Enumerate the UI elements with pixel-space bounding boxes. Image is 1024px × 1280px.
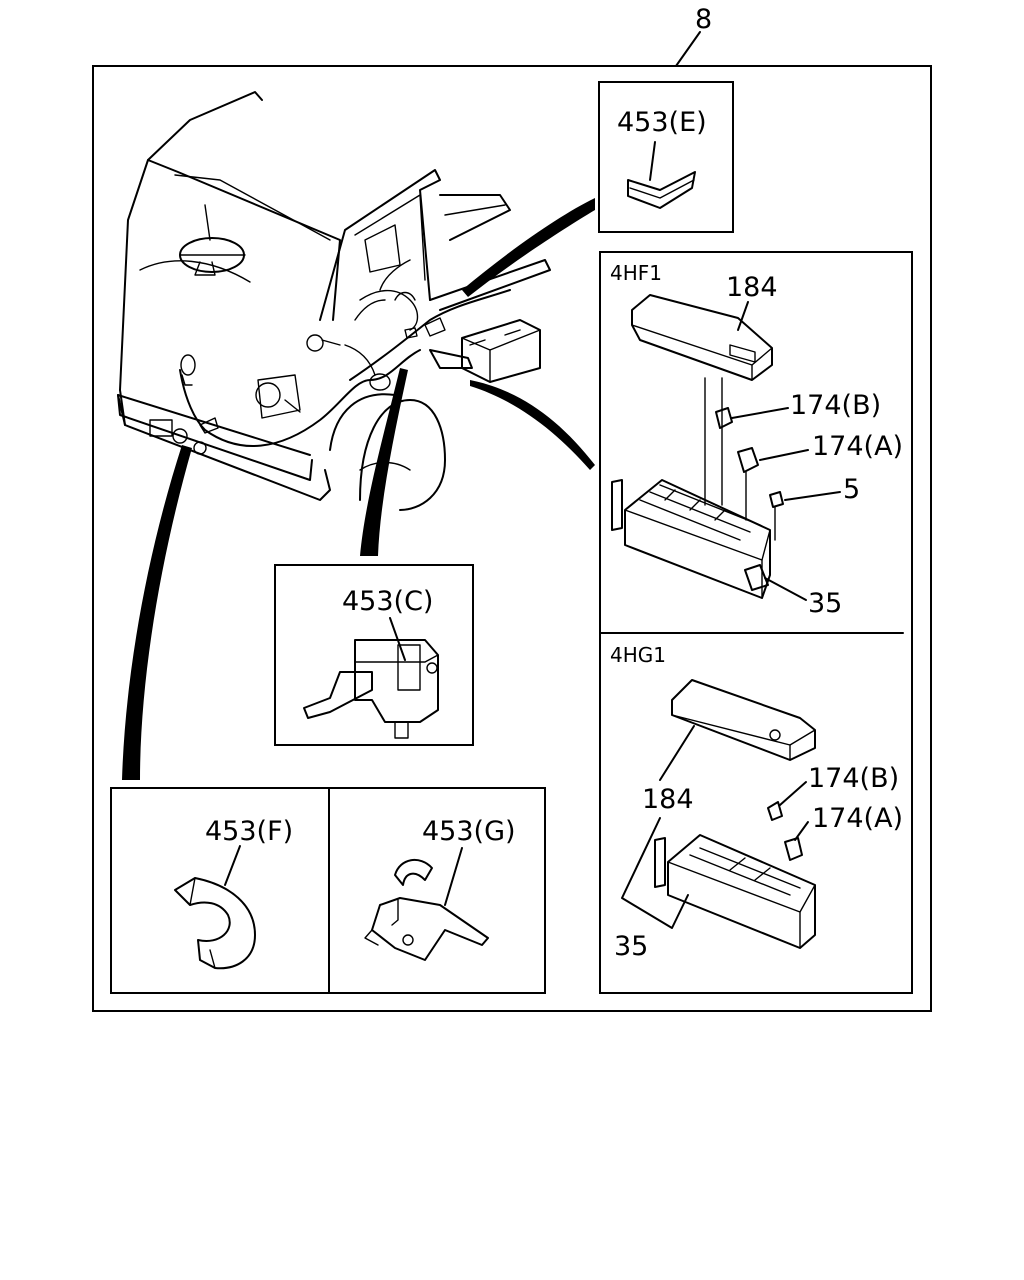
detail-453e: 453(E) (598, 81, 734, 233)
detail-453e-label: 453(E) (617, 107, 707, 138)
variant-4hg1-title: 4HG1 (610, 643, 666, 667)
variant-4hg1-relay-a (784, 837, 803, 861)
detail-453g-label: 453(G) (422, 816, 516, 847)
callout-main-label: 8 (695, 4, 712, 35)
fusebox-panel: 4HF1 184 174(B) 174(A) 5 35 4H (599, 251, 913, 994)
variant-4hg1-relay-b-label: 174(B) (808, 763, 899, 794)
variant-4hg1-relay-b (767, 801, 783, 821)
variant-4hf1-relay-b-label: 174(B) (790, 390, 881, 421)
detail-453c-label: 453(C) (342, 586, 433, 617)
variant-4hg1-cover-label: 184 (642, 784, 694, 815)
detail-453c: 453(C) (274, 564, 474, 746)
variant-4hf1-box-label: 35 (808, 588, 842, 619)
pointer-to-453c (360, 368, 408, 556)
variant-4hg1-box-label: 35 (614, 931, 648, 962)
detail-453c-frame (274, 564, 474, 746)
detail-453e-frame (598, 81, 734, 233)
variant-4hg1-relay-a-label: 174(A) (812, 803, 903, 834)
variant-4hf1-cover-label: 184 (726, 272, 778, 303)
variant-4hf1-relay-b (715, 407, 733, 429)
fusebox-panel-frame (599, 251, 913, 994)
variant-4hf1-fuse-label: 5 (843, 474, 860, 505)
variant-4hf1-relay-a-label: 174(A) (812, 431, 903, 462)
variant-4hf1-cover (631, 294, 773, 381)
detail-453fg: 453(F) 453(G) (110, 787, 546, 994)
variant-4hg1-cover (671, 679, 816, 761)
pointer-to-fusebox (470, 380, 595, 470)
detail-453f-label: 453(F) (205, 816, 293, 847)
callout-main-leader (675, 31, 701, 67)
variant-4hf1-relay-a (737, 447, 759, 473)
variant-4hg1-fusebox (667, 834, 816, 949)
variant-4hf1-fuse (769, 491, 784, 508)
pointer-to-453e (462, 198, 595, 297)
variant-4hf1-fusebox (624, 479, 771, 599)
pointer-to-453f (122, 445, 192, 780)
variant-4hf1-title: 4HF1 (610, 261, 662, 285)
outer-frame (92, 65, 932, 1012)
